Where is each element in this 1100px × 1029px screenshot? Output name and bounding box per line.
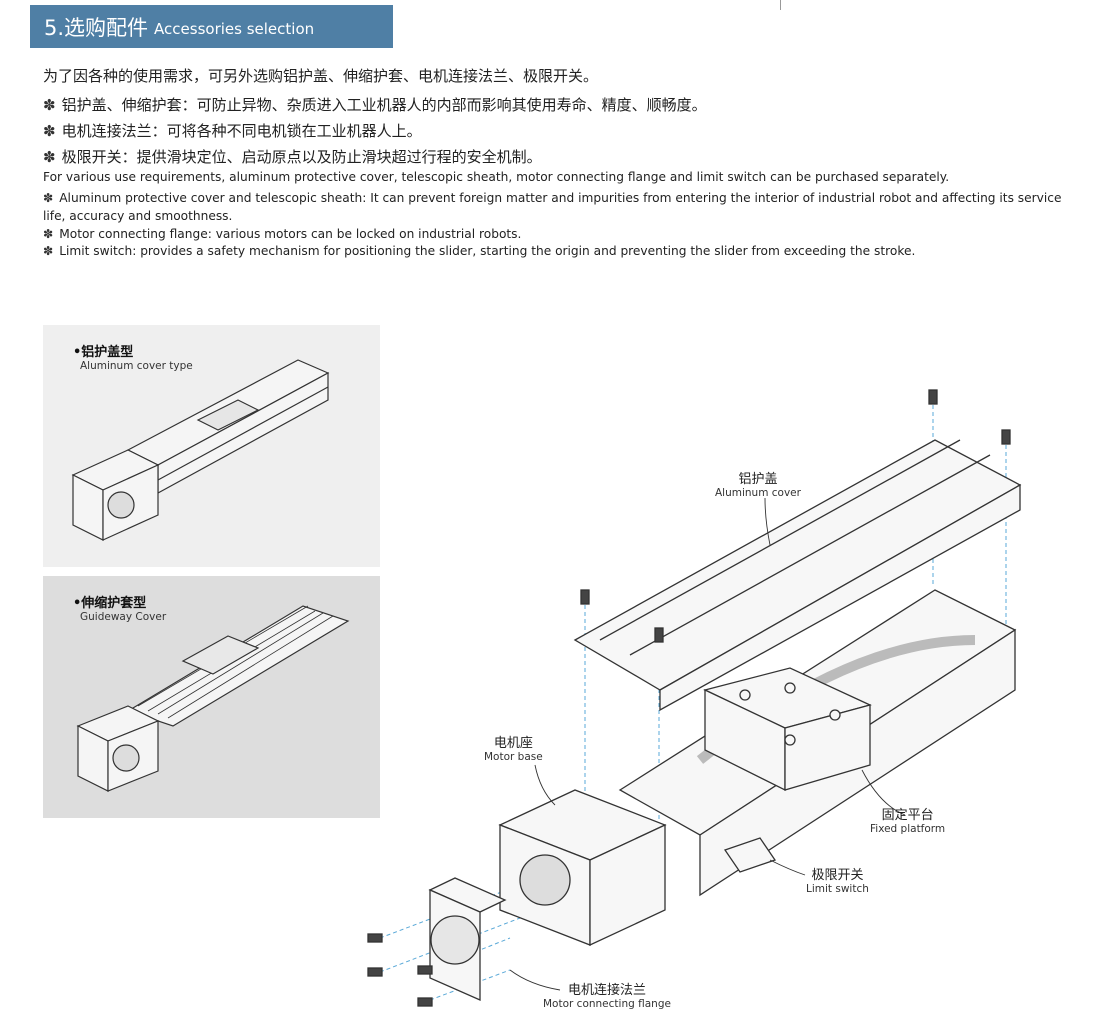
panel-label-en: Guideway Cover [80,611,167,623]
intro-cn: 为了因各种的使用需求，可另外选购铝护盖、伸缩护套、电机连接法兰、极限开关。 [43,67,599,85]
bullet-icon: ✽ [43,96,56,114]
bullet-icon: ✽ [43,227,54,241]
bullet-text: 电机连接法兰：可将各种不同电机锁在工业机器人上。 [61,122,422,140]
callout-cn: 铝护盖 [738,472,778,487]
leader-lines [509,497,906,991]
section-title-en: Accessories selection [154,19,315,38]
callout-en: Limit switch [806,883,869,895]
bullet-cn-2: ✽ 电机连接法兰：可将各种不同电机锁在工业机器人上。 [43,120,422,141]
bullet-icon: ✽ [43,244,54,258]
aluminum-cover-type-panel: •铝护盖型 Aluminum cover type [43,325,380,567]
panel-label-cn: •铝护盖型 [73,345,134,360]
section-header: 5.选购配件 Accessories selection [30,5,393,48]
bullet-icon: ✽ [43,148,56,166]
bullet-icon: ✽ [43,122,56,140]
intro-en: For various use requirements, aluminum p… [43,170,950,184]
bellows-module-illustration [76,605,350,792]
bullet-en-1: ✽Aluminum protective cover and telescopi… [43,189,1083,225]
bullet-icon: ✽ [43,191,54,205]
bullet-en-3: ✽ Limit switch: provides a safety mechani… [43,242,1083,260]
callout-en: Aluminum cover [715,487,801,499]
section-title-cn: 5.选购配件 [44,15,149,40]
callout-cn: 电机连接法兰 [567,983,646,998]
bullet-cn-3: ✽ 极限开关：提供滑块定位、启动原点以及防止滑块超过行程的安全机制。 [43,146,542,167]
callout-cn: 电机座 [493,736,533,751]
screws [367,389,1011,1007]
callout-en: Motor connecting flange [543,998,671,1010]
bullet-cn-1: ✽ 铝护盖、伸缩护套：可防止异物、杂质进入工业机器人的内部而影响其使用寿命、精度、… [43,94,707,115]
divider [780,0,781,10]
callout-cn: 固定平台 [881,808,934,823]
callout-cn: 极限开关 [811,868,864,883]
aluminum-cover-module-illustration [71,359,330,541]
bullet-text: Limit switch: provides a safety mechanis… [59,244,916,258]
callout-en: Fixed platform [870,823,946,835]
panel-label-en: Aluminum cover type [80,360,193,372]
panel-label-cn: •伸缩护套型 [73,596,147,611]
guideway-cover-type-panel: •伸缩护套型 Guideway Cover [43,576,380,818]
limit-switch-part [723,837,777,873]
callout-en: Motor base [484,751,543,763]
bullet-text: Motor connecting flange: various motors … [59,227,522,241]
panel-label: •铝护盖型 Aluminum cover type [73,341,193,372]
bullet-text: 极限开关：提供滑块定位、启动原点以及防止滑块超过行程的安全机制。 [61,148,542,166]
bullet-text: 铝护盖、伸缩护套：可防止异物、杂质进入工业机器人的内部而影响其使用寿命、精度、顺… [61,96,707,114]
bullet-en-2: ✽ Motor connecting flange: various motors… [43,225,1083,243]
panel-label: •伸缩护套型 Guideway Cover [73,592,166,623]
bullet-text: Aluminum protective cover and telescopic… [43,191,1062,223]
